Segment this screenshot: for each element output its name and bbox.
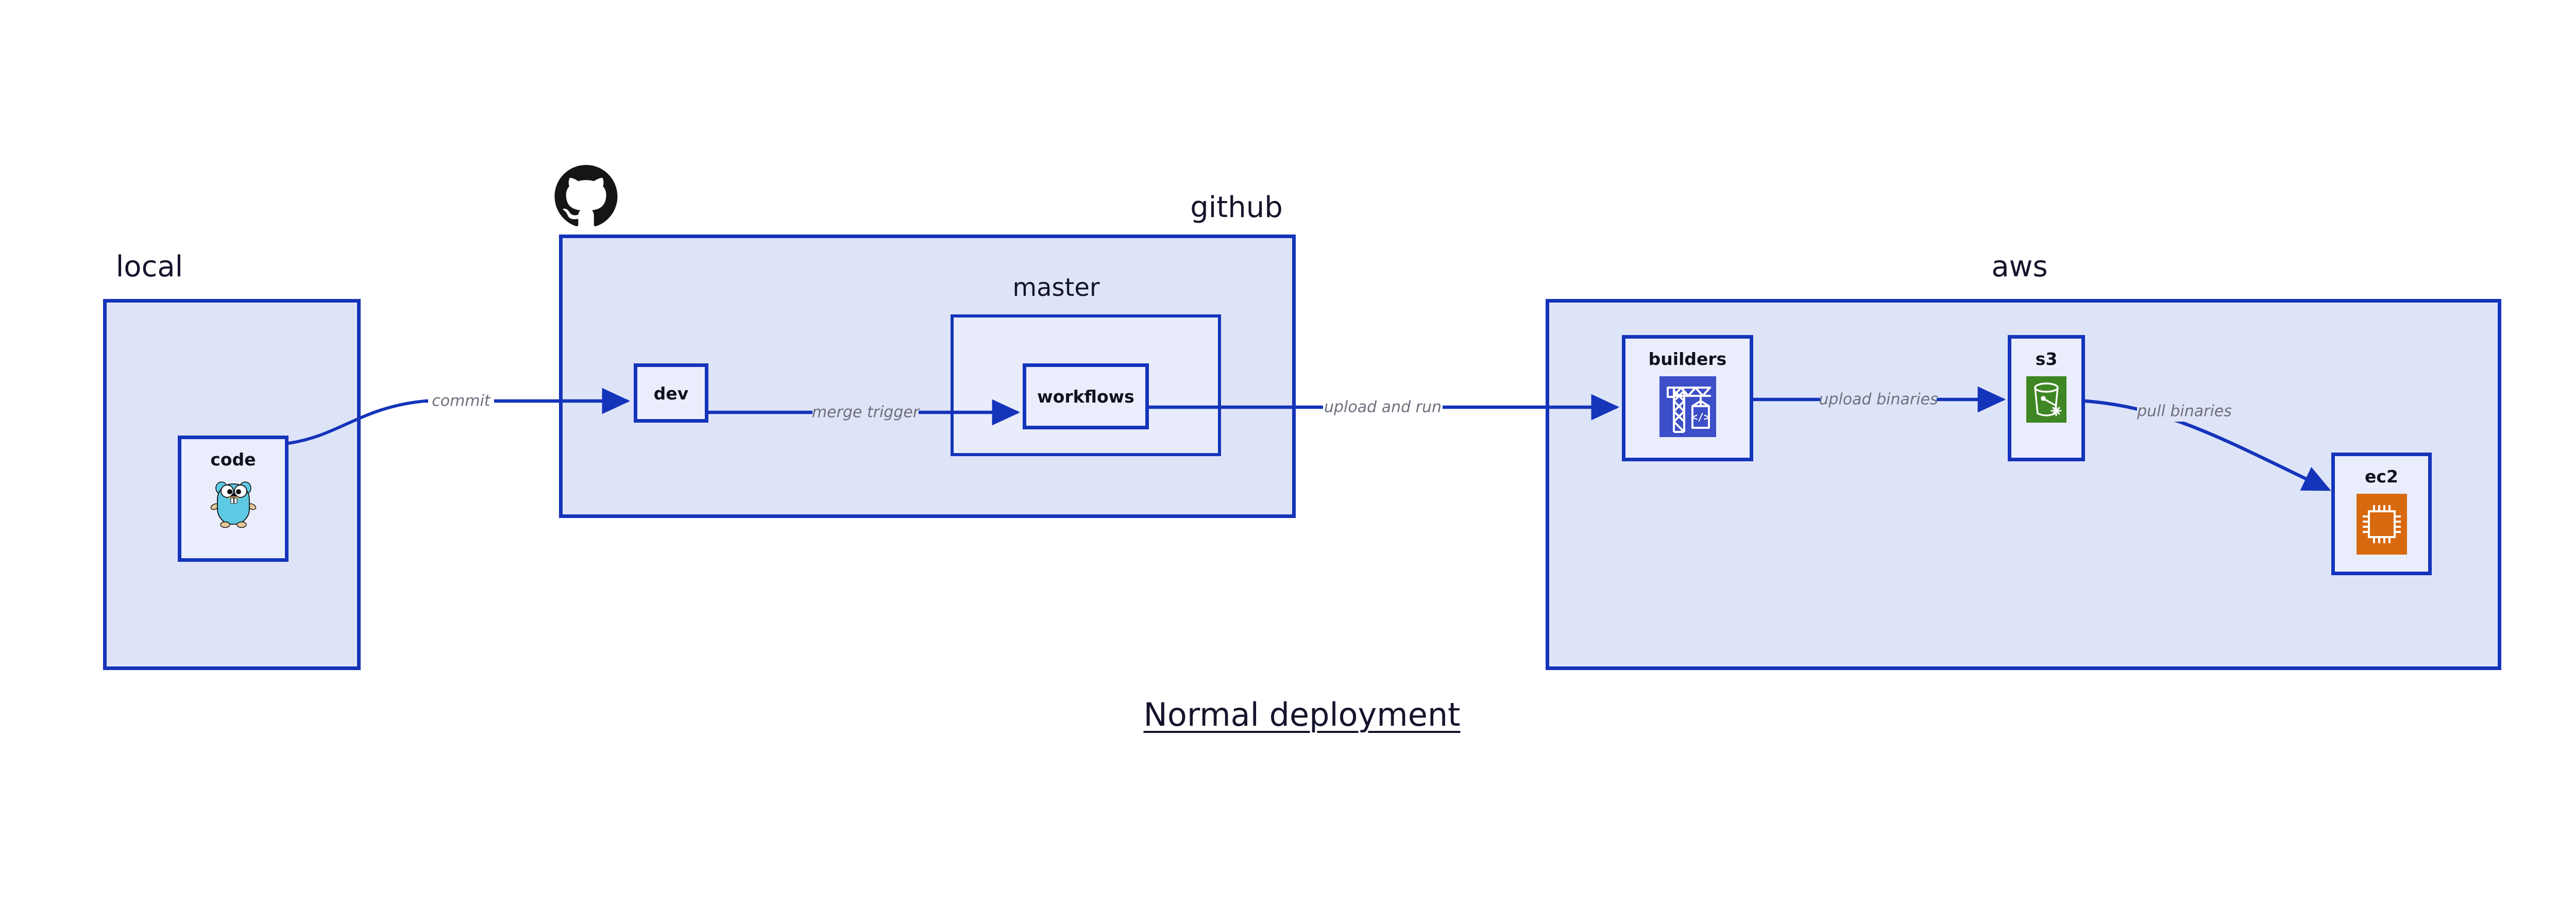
edge-label-upload-binaries: upload binaries <box>1819 390 1938 409</box>
group-label-master: master <box>1012 273 1100 302</box>
edge-label-upload-binaries-bg <box>1820 389 1937 410</box>
group-label-local: local <box>115 250 183 283</box>
node-label-s3: s3 <box>2035 349 2058 369</box>
edge-label-commit: commit <box>432 392 490 410</box>
crane-code-icon: </> <box>1659 376 1716 437</box>
node-builders[interactable]: builders <box>1622 335 1753 461</box>
edge-label-pull-binaries: pull binaries <box>2137 402 2232 421</box>
node-label-code: code <box>210 449 256 470</box>
node-s3[interactable]: s3 <box>2008 335 2085 461</box>
edge-commit <box>288 399 426 445</box>
node-ec2[interactable]: ec2 <box>2331 453 2432 575</box>
edge-label-commit-bg <box>428 391 494 411</box>
cpu-chip-icon <box>2356 494 2407 555</box>
edge-pull-binaries <box>2084 399 2331 491</box>
edge-label-upload-and-run: upload and run <box>1324 398 1442 416</box>
node-label-ec2: ec2 <box>2365 466 2398 487</box>
node-code[interactable]: code <box>178 436 289 562</box>
s3-bucket-icon <box>2026 376 2066 423</box>
edge-label-upload-and-run-bg <box>1323 397 1443 417</box>
go-gopher-icon <box>210 477 257 528</box>
node-label-builders: builders <box>1648 349 1727 369</box>
group-label-aws: aws <box>1991 250 2048 283</box>
edge-label-merge-trigger: merge trigger <box>811 403 920 422</box>
node-label-workflows: workflows <box>1037 387 1134 407</box>
edge-label-merge-trigger-bg <box>812 402 919 423</box>
svg-text:</>: </> <box>1691 411 1709 423</box>
group-label-github: github <box>1190 191 1283 224</box>
github-octocat-icon <box>554 165 618 228</box>
node-dev[interactable]: dev <box>634 363 708 423</box>
node-label-dev: dev <box>653 383 689 404</box>
diagram-title: Normal deployment <box>1143 696 1461 733</box>
edge-label-pull-binaries-bg <box>2137 401 2232 422</box>
node-workflows[interactable]: workflows <box>1023 363 1149 429</box>
